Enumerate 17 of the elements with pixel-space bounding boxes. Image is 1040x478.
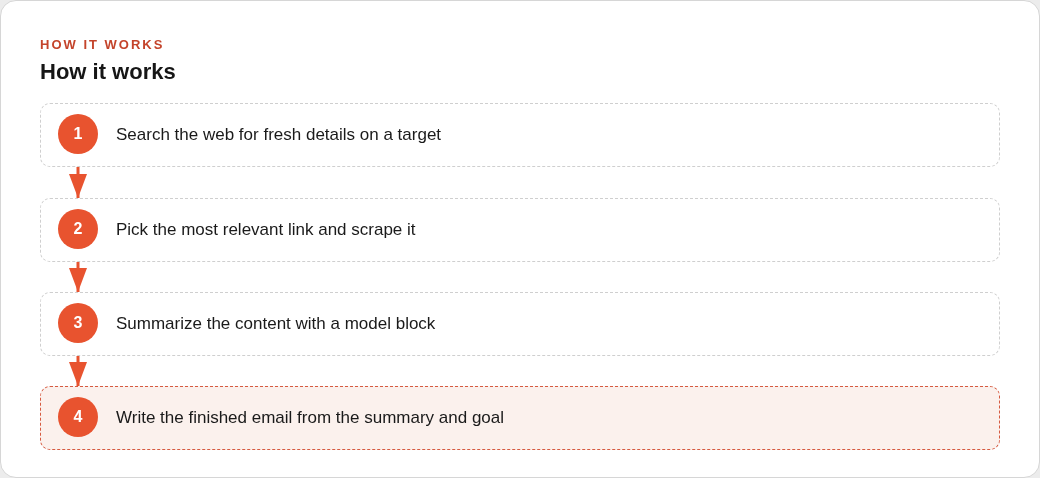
step-number: 1 bbox=[58, 114, 98, 154]
section-eyebrow: HOW IT WORKS bbox=[40, 37, 165, 52]
step-number: 2 bbox=[58, 209, 98, 249]
section-title: How it works bbox=[40, 59, 176, 85]
highlighted-step-box bbox=[40, 386, 1000, 450]
arrow bbox=[69, 262, 87, 292]
step-text: Search the web for fresh details on a target bbox=[116, 125, 442, 145]
arrow bbox=[69, 167, 87, 198]
step-box bbox=[40, 292, 1000, 356]
step-text: Summarize the content with a model block bbox=[116, 314, 436, 334]
step-text: Pick the most relevant link and scrape it bbox=[116, 220, 416, 240]
step-number: 4 bbox=[58, 397, 98, 437]
arrow bbox=[69, 356, 87, 386]
step-box bbox=[40, 103, 1000, 167]
step-number: 3 bbox=[58, 303, 98, 343]
step-box bbox=[40, 198, 1000, 262]
step-text: Write the finished email from the summary and goal bbox=[116, 408, 505, 428]
